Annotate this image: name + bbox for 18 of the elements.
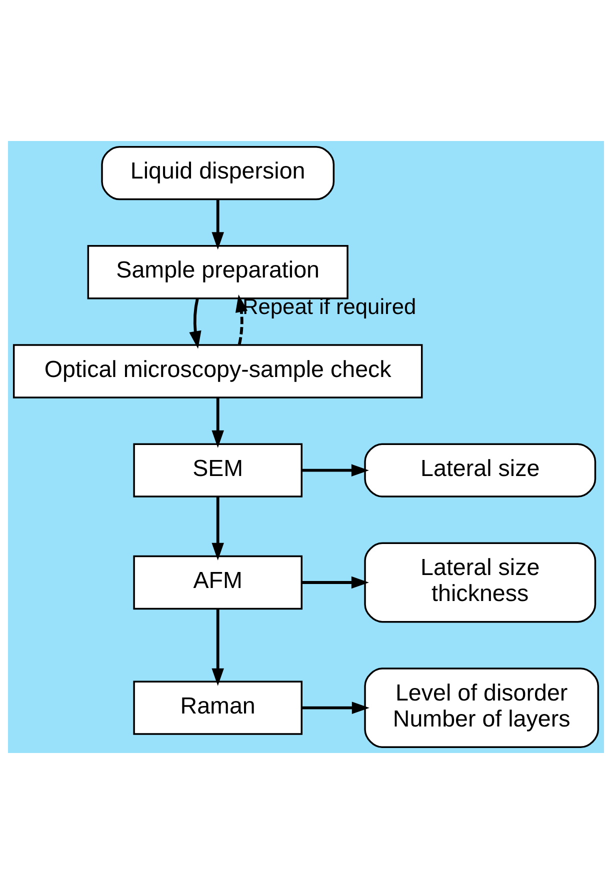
arrow	[302, 464, 369, 476]
node-box: Raman	[133, 680, 302, 734]
arrow	[189, 298, 202, 348]
node-box: Optical microscopy-sample check	[12, 344, 423, 398]
arrow	[212, 496, 224, 560]
node-box: SEM	[133, 442, 302, 497]
arrow	[302, 701, 370, 714]
arrow	[212, 608, 224, 686]
node-box: Liquid dispersion	[101, 145, 335, 200]
node-box: Lateral size	[364, 442, 596, 497]
node-box: Lateral size thickness	[364, 542, 596, 622]
node-box: Level of disorder Number of layers	[364, 667, 600, 748]
arrow	[212, 199, 224, 250]
arrow	[212, 397, 224, 448]
arrow	[235, 294, 248, 344]
node-box: AFM	[133, 554, 302, 610]
node-box: Sample preparation	[87, 244, 348, 299]
arrow	[302, 576, 369, 588]
